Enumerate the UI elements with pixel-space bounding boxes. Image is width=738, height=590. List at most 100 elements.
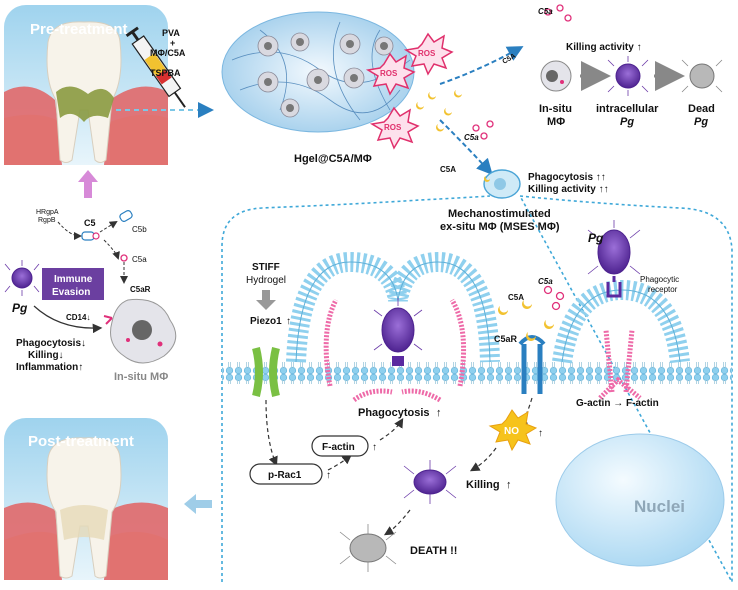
nuclei-label: Nuclei [634,497,685,516]
g-f-actin-label: G-actin → F-actin [576,398,659,409]
mid-phagocytosis: Phagocytosis ↑↑ [528,172,606,183]
mses-label-1: Mechanostimulated [448,208,551,220]
arrow-c5-c5b [99,220,118,233]
arrow-piezo-rac1 [265,399,278,467]
dead-pg-bottom-icon [339,524,397,572]
stiff-label: STIFF [252,262,280,273]
no-label: NO [504,426,519,437]
left-insitu-label: In-situ MΦ [114,371,168,383]
membrane-c5ar-label: C5aR [494,334,518,344]
arrow-no-killing [469,447,497,472]
pre-treatment-title: Pre-treatment [30,21,128,38]
piezo1-label: Piezo1 [250,316,282,327]
arrow-to-mses [439,119,493,175]
membrane-c5a-small: C5a [538,277,553,286]
piezo1-up: ↑ [286,316,291,327]
syringe-plus-label: + [170,38,175,48]
ros-label-3: ROS [384,123,402,132]
p-rac1-up: ↑ [326,470,331,481]
arrow-factin-phago [379,417,404,441]
left-pg-label: Pg [12,301,28,315]
syringe-tspba-label: TSPBA [150,68,181,78]
engulfed-pg-icon [373,298,423,366]
arrow-to-insitu [439,46,524,85]
c5-label: C5 [84,218,96,228]
intracellular-label-1: intracellular [596,103,659,115]
hydrogel-stiff-label: Hydrogel [246,275,286,286]
death-label: DEATH !! [410,545,457,557]
insitu-label-1: In-situ [539,103,572,115]
arrow-killing-death [383,509,411,536]
membrane-pg-label: Pg [588,231,604,245]
left-insitu-macrophage-icon [103,298,177,364]
post-treatment-panel: Post-treatment [4,418,168,580]
mses-label-2: ex-situ MΦ (MSES MΦ) [440,221,560,233]
membrane-phagocytosis-label: Phagocytosis [358,407,430,419]
membrane-killing-label: Killing [466,479,500,491]
dead-pg-icon [681,59,723,93]
mid-killing: Killing activity ↑↑ [528,184,609,195]
dead-label-1: Dead [688,103,715,115]
membrane-c5a-rings [543,285,565,311]
c5a-rings [472,4,572,140]
hydrogel-label: Hgel@C5A/MΦ [294,153,372,165]
mses-macrophage-icon [483,169,521,199]
left-c5a-label: C5a [132,255,147,264]
dead-label-2: Pg [694,116,708,128]
arrow-rgp-c5 [57,221,82,240]
c5-molecule-icon [81,231,100,241]
immune-evasion-line1: Immune [54,274,93,285]
left-phagocytosis: Phagocytosis↓ [16,338,86,349]
immune-evasion-box [42,268,104,300]
f-actin-up: ↑ [372,442,377,453]
arrow-pg-macrophage [33,305,103,334]
ros-label-2: ROS [418,49,436,58]
f-actin-pill [311,435,369,457]
pre-treatment-panel: Pre-treatment [4,5,168,165]
arrow-c5-c5a [103,239,120,260]
ros-burst-3: ROS [369,106,420,150]
left-c5ar-label: C5aR [130,285,151,294]
c5a-ring-icon [120,254,128,262]
post-treatment-title: Post-treatment [28,433,134,450]
left-pg-bacterium-icon [4,260,40,296]
hydrogel-blob [221,11,415,133]
c5ar-receptor-icon [518,332,546,394]
intracellular-pg-icon [607,56,649,96]
syringe-pva-label: PVA [162,28,180,38]
top-killing-activity: Killing activity ↑ [566,42,642,53]
arrow-down-icon [256,290,276,310]
mid-c5a-arrow-label: C5A [440,165,456,174]
membrane-phagocytosis-up: ↑ [436,407,442,419]
insitu-macrophage-icon [540,60,572,92]
cell-outline [221,195,733,583]
top-c5a-label: C5a [538,7,553,16]
arrow-up-icon [78,170,98,198]
syringe-icon [116,26,214,118]
c5b-label: C5b [132,225,147,234]
left-killing: Killing↓ [28,350,64,361]
p-rac1-pill [249,463,323,485]
c5a-particles [416,90,462,132]
no-up: ↑ [538,428,543,439]
f-actin-label: F-actin [322,442,355,453]
arrow-rac1-factin [327,454,352,471]
top-c5a-arrow-label: C5A [502,53,518,66]
receptor-pg-icon [587,220,641,298]
immune-evasion-line2: Evasion [52,287,90,298]
no-burst-icon [488,409,538,452]
ros-burst-1: ROS [365,52,416,96]
p-rac1-label: p-Rac1 [268,470,302,481]
phagocytic-receptor-label-2: receptor [648,285,678,294]
nucleus-shape [555,433,725,567]
actin-filaments [323,298,642,403]
arrow-left-icon [184,494,212,514]
piezo1-channel-icon [252,347,280,397]
mid-c5a-label: C5a [464,133,479,142]
intracellular-label-2: Pg [620,116,634,128]
insitu-label-2: MΦ [547,116,565,128]
phagocytic-receptor-label-1: Phagocytic [640,275,679,284]
membrane-c5a-particles [498,300,554,329]
left-inflammation: Inflammation↑ [16,362,83,373]
